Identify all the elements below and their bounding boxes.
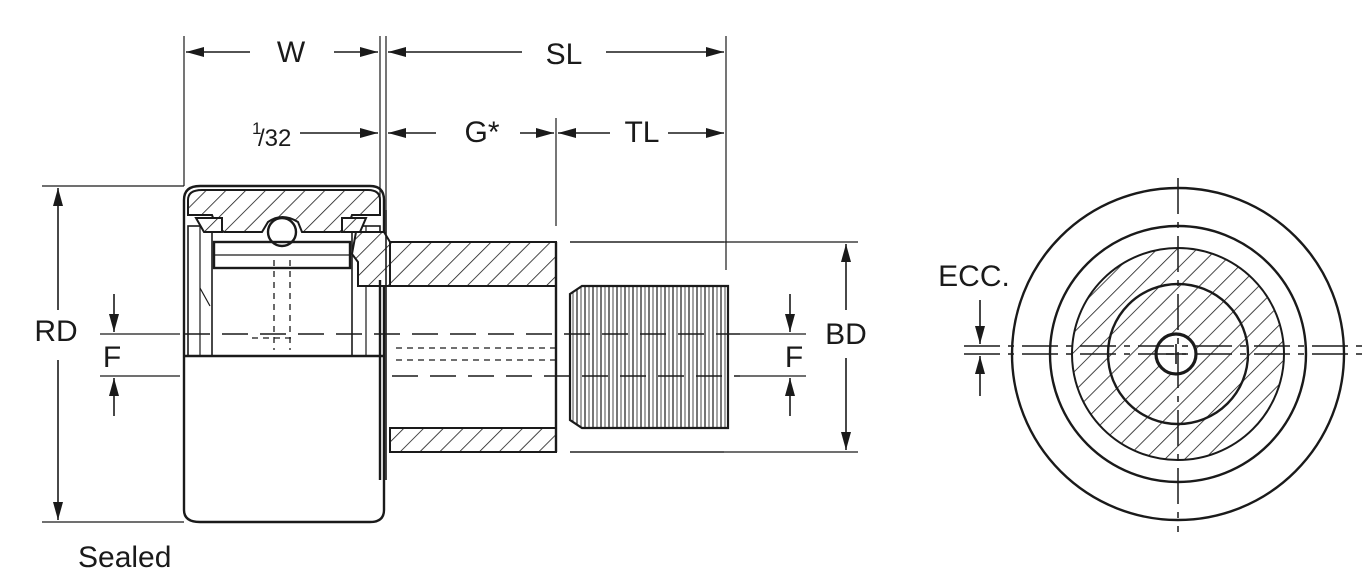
- threaded-portion: [568, 284, 730, 430]
- end-view: [964, 178, 1368, 532]
- stud-upper-section: [389, 241, 557, 287]
- label-bd: BD: [825, 318, 867, 351]
- label-tl: TL: [624, 116, 659, 149]
- side-view: [182, 184, 740, 524]
- label-rd: RD: [34, 315, 77, 348]
- caption-sealed: Sealed: [78, 541, 171, 574]
- dimensions: [42, 36, 858, 523]
- label-sl: SL: [546, 38, 583, 71]
- label-fraction-denominator: /32: [258, 125, 291, 152]
- label-w: W: [277, 36, 306, 69]
- label-fraction-numerator: 1: [252, 119, 261, 138]
- outer-roller: [182, 184, 386, 524]
- stud-flange: [350, 231, 391, 287]
- lube-ball: [266, 216, 298, 248]
- label-ecc: ECC.: [938, 260, 1010, 293]
- label-g: G*: [464, 116, 499, 149]
- label-f-right: F: [785, 341, 803, 374]
- stud-lower-section: [389, 427, 557, 453]
- label-f-left: F: [103, 341, 121, 374]
